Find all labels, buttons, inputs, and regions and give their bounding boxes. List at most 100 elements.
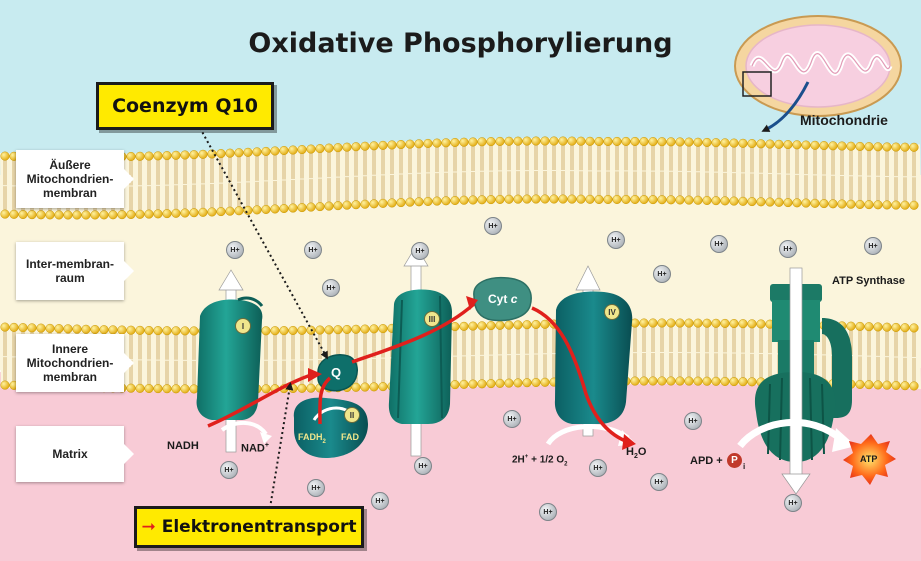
lipid-head <box>234 148 244 158</box>
lipid-head <box>135 325 145 335</box>
lipid-head <box>207 149 217 159</box>
lipid-head <box>468 195 478 205</box>
atp-star <box>843 434 896 485</box>
lipid-head <box>801 198 811 208</box>
lipid-head <box>729 196 739 206</box>
lipid-head <box>459 195 469 205</box>
lipid-head <box>306 144 316 154</box>
phosphate-subscript: i <box>743 462 746 471</box>
lipid-head <box>288 325 298 336</box>
lipid-head <box>414 139 424 149</box>
lipid-head <box>720 196 730 206</box>
lipid-head <box>261 326 271 336</box>
lipid-head <box>351 382 361 392</box>
lipid-head <box>162 151 172 161</box>
lipid-head <box>675 137 685 147</box>
complex-1-number: I <box>235 318 251 334</box>
lipid-head <box>90 210 100 220</box>
lipid-head <box>729 138 739 148</box>
lipid-head <box>738 196 748 206</box>
lipid-head <box>117 210 127 220</box>
lipid-head <box>99 325 109 335</box>
adp-label: APD + <box>690 455 723 467</box>
lipid-head <box>522 136 532 146</box>
lipid-head <box>675 376 685 386</box>
phosphate-text: P <box>731 455 738 466</box>
lipid-head <box>432 138 442 148</box>
lipid-head <box>81 324 91 334</box>
proton-ion: H+ <box>322 279 340 297</box>
lipid-head <box>720 318 730 328</box>
lipid-head <box>477 137 487 147</box>
lipid-head <box>666 318 676 328</box>
lipid-head <box>855 321 865 331</box>
complex-4 <box>554 291 633 424</box>
lipid-head <box>378 198 388 208</box>
lipid-head <box>378 140 388 150</box>
lipid-head <box>828 141 838 151</box>
lipid-head <box>144 325 154 336</box>
lipid-head <box>324 201 334 211</box>
lipid-head <box>738 377 748 387</box>
lipid-head <box>684 318 694 328</box>
lipid-head <box>855 199 865 209</box>
proton-ion: H+ <box>414 457 432 475</box>
lipid-head <box>171 208 181 218</box>
lipid-head <box>0 380 10 390</box>
cytochrome-c-italic: c <box>510 292 518 306</box>
lipid-head <box>675 318 685 328</box>
lipid-head <box>189 208 199 218</box>
lipid-head <box>522 378 532 388</box>
lipid-head <box>225 206 235 216</box>
proton-ion: H+ <box>650 473 668 491</box>
lipid-head <box>270 146 280 156</box>
lipid-head <box>306 202 316 212</box>
proton-ion: H+ <box>484 217 502 235</box>
lipid-head <box>693 137 703 147</box>
lipid-head <box>216 149 226 159</box>
lipid-head <box>45 323 55 333</box>
lipid-head <box>360 382 370 392</box>
lipid-head <box>882 142 892 152</box>
lipid-head <box>594 194 604 205</box>
lipid-head <box>432 196 442 206</box>
lipid-head <box>315 325 325 335</box>
cytochrome-c-main: Cyt <box>488 292 508 306</box>
lipid-head <box>630 194 640 205</box>
lipid-head <box>504 320 514 330</box>
lipid-head <box>297 202 307 213</box>
lipid-head <box>567 136 577 146</box>
lipid-head <box>333 201 343 211</box>
lipid-head <box>486 137 496 147</box>
lipid-head <box>333 325 343 335</box>
lipid-head <box>657 137 667 147</box>
reaction-o2: + 1/2 O <box>528 454 565 466</box>
lipid-head <box>747 197 757 207</box>
lipid-head <box>450 322 460 332</box>
mitochondrion-illustration <box>734 15 902 132</box>
lipid-head <box>657 195 667 205</box>
lipid-head <box>459 379 469 389</box>
lipid-head <box>648 195 658 205</box>
lipid-head <box>126 383 136 393</box>
lipid-head <box>189 384 199 394</box>
lipid-head <box>0 151 10 161</box>
atp-synthase-label: ATP Synthase <box>832 275 905 287</box>
lipid-head <box>27 210 37 220</box>
lipid-head <box>567 194 577 204</box>
reaction-sub: 2 <box>564 461 568 468</box>
lipid-head <box>441 196 451 206</box>
lipid-head <box>450 380 460 390</box>
lipid-head <box>900 323 910 333</box>
lipid-head <box>513 194 523 204</box>
lipid-head <box>684 195 694 205</box>
lipid-head <box>702 318 712 328</box>
lipid-head <box>513 136 523 146</box>
lipid-head <box>657 318 667 328</box>
lipid-head <box>801 140 811 150</box>
lipid-head <box>657 376 667 386</box>
lipid-head <box>252 205 262 215</box>
electron-transport-path <box>207 302 629 444</box>
lipid-head <box>198 207 208 217</box>
